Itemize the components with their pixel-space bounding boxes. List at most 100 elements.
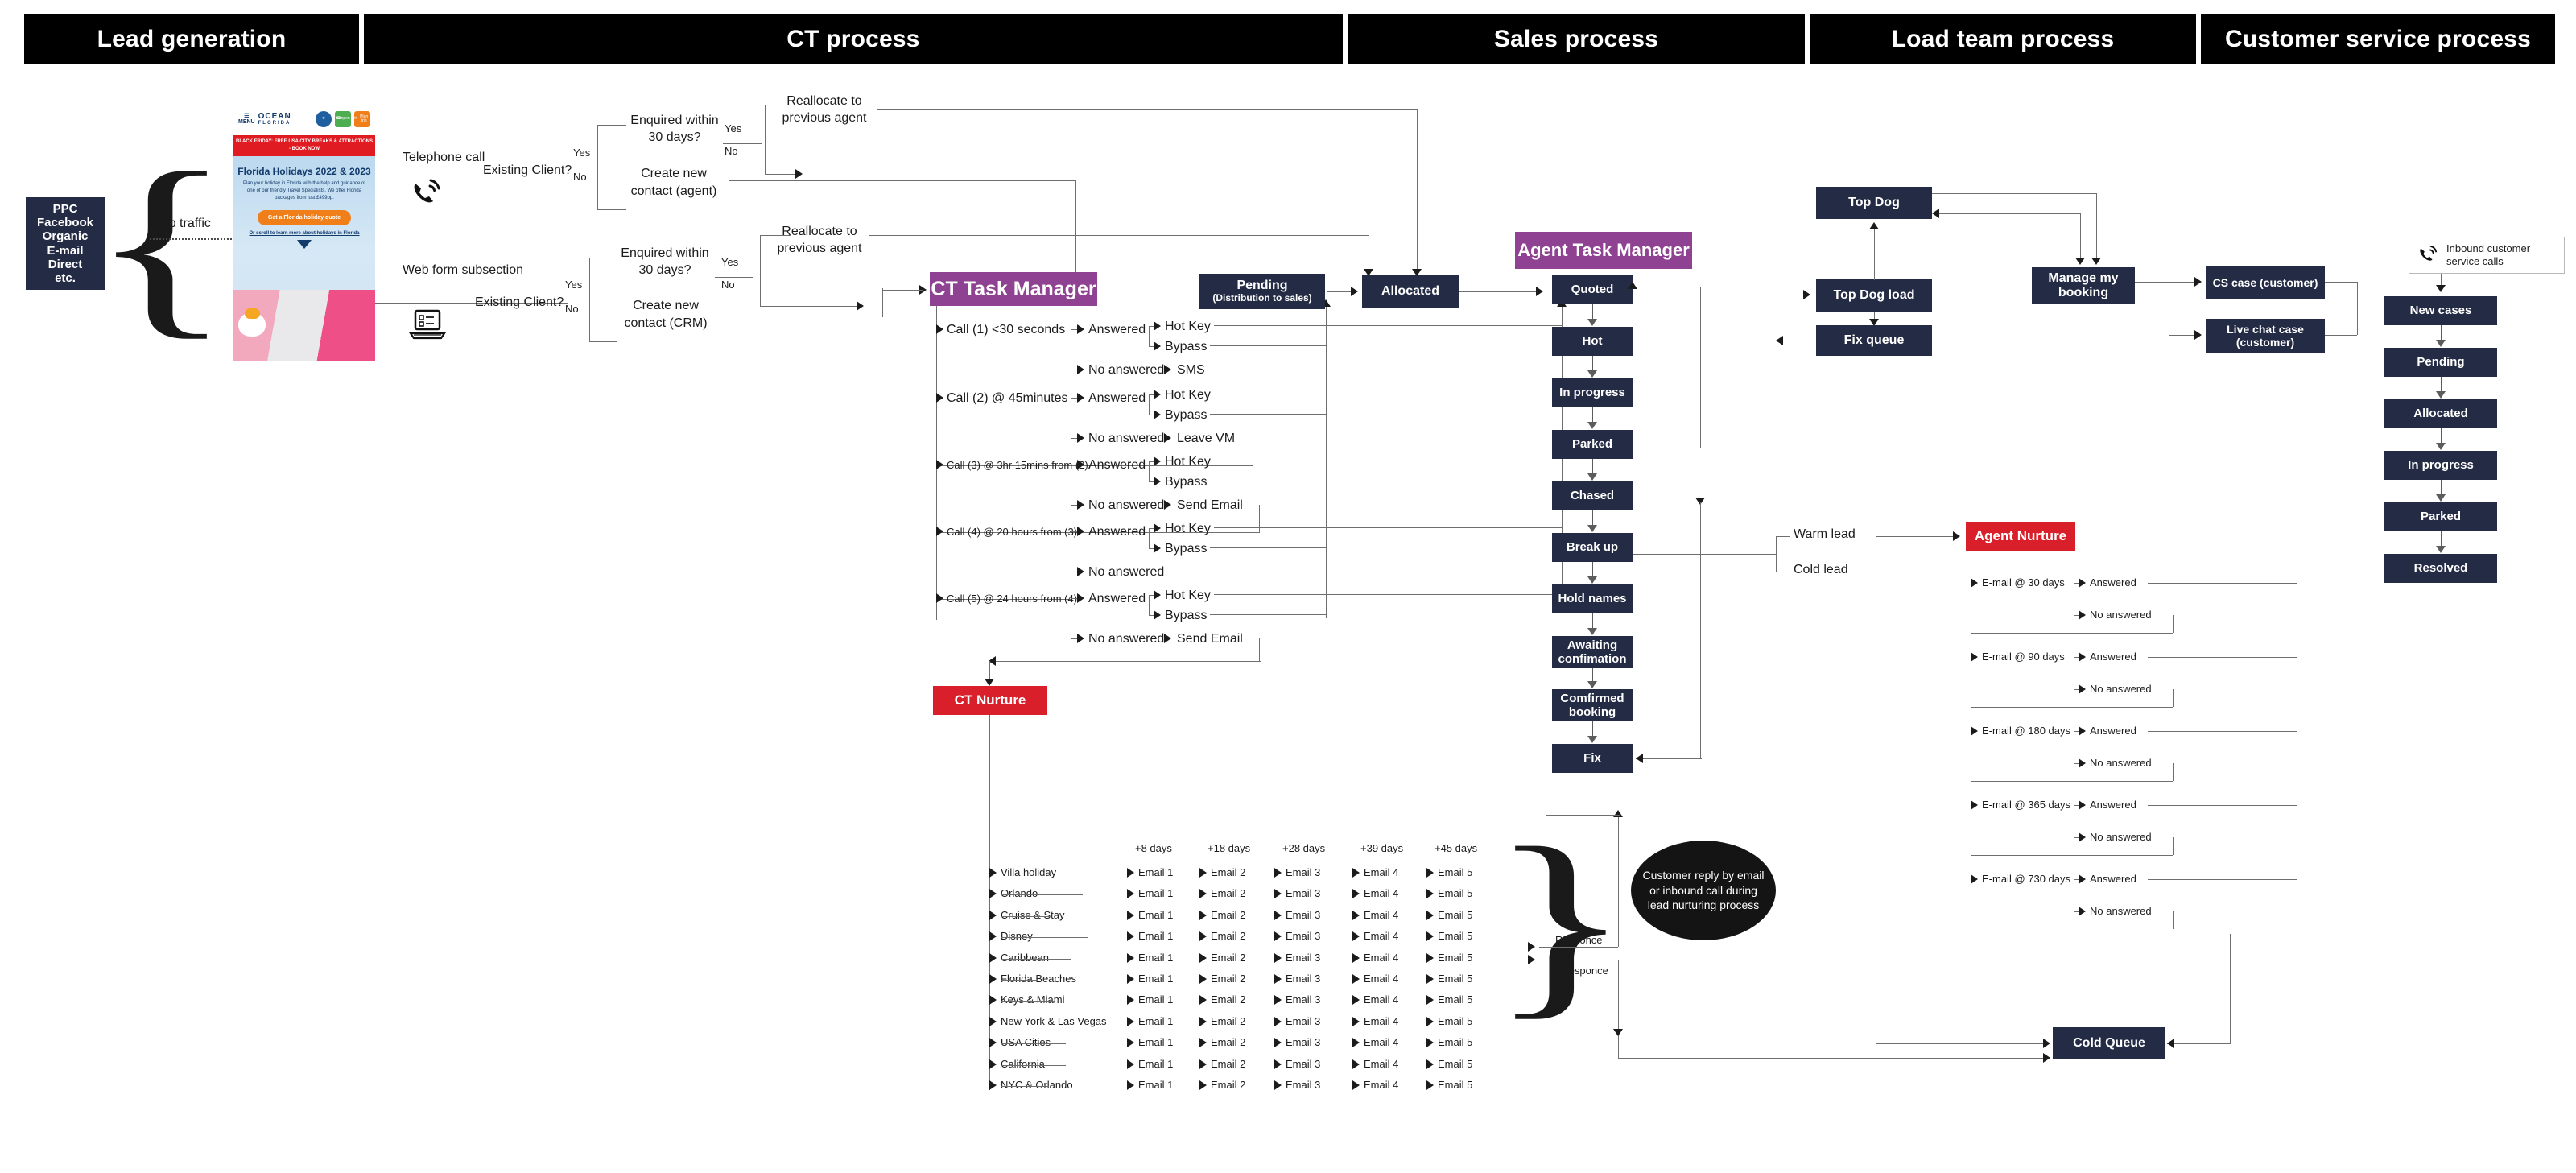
- web-traffic-label: Web traffic: [150, 217, 211, 230]
- call5-answered-arrow: [1077, 593, 1084, 603]
- nurture-row-label: California: [1001, 1057, 1045, 1070]
- webform-sub-spine: [760, 235, 761, 306]
- topdog-to-managebooking-v: [2096, 193, 2097, 262]
- laptop-icon: [409, 308, 446, 341]
- telephone-reallocate-label: Reallocate to previous agent: [782, 94, 867, 125]
- cs-stage-new-cases: New cases: [2384, 296, 2497, 325]
- sales-stage-arrow: [1587, 370, 1597, 378]
- plan-trip-badge: ✉Plan trip: [354, 111, 370, 127]
- nurture-email-cell: Email 5: [1438, 973, 1473, 985]
- nurture-email-cell: Email 2: [1211, 908, 1246, 921]
- cs-stage-arrow: [2436, 391, 2446, 399]
- call2-action-back: [936, 465, 1253, 466]
- call4-bypass-out: [1210, 547, 1326, 548]
- trust-badge-icon: ★: [316, 111, 332, 127]
- lane-header-ct-process: CT process: [364, 14, 1343, 64]
- nurture-email-cell: Email 4: [1364, 1014, 1399, 1027]
- nurture-email-arrow: [1352, 931, 1360, 942]
- call-2-bypass: Bypass: [1165, 408, 1208, 422]
- sales-stage-connector: [1592, 510, 1593, 527]
- call-3-no-answered: No answered: [1088, 498, 1165, 512]
- nurture-email-arrow: [1274, 974, 1282, 984]
- nurture-row-label: Villa holiday: [1001, 866, 1057, 878]
- agent-nurture-answered-arrow: [2079, 800, 2086, 810]
- bypass-riser: [1326, 304, 1327, 618]
- inbound-calls-label: Inbound customer service calls: [2446, 242, 2531, 267]
- telephone-newcontact-line: [729, 180, 1075, 181]
- call5-bypass-out: [1210, 614, 1326, 615]
- agent-nurture-answered: Answered: [2090, 651, 2136, 663]
- nurture-email-cell: Email 2: [1211, 1079, 1246, 1091]
- response-up-arrow: [1613, 810, 1623, 817]
- call-4-answered: Answered: [1088, 525, 1146, 539]
- call2-hotkey-line: [1149, 394, 1155, 395]
- nurture-email-arrow: [1426, 910, 1434, 920]
- webform-reallocate-arrow: [1364, 269, 1373, 276]
- nurture-day-header: +8 days: [1135, 842, 1172, 854]
- cs-case-arrow: [2194, 277, 2202, 287]
- phone-icon: [411, 176, 444, 208]
- nurture-email-cell: Email 5: [1438, 908, 1473, 921]
- nurture-email-arrow: [1199, 952, 1207, 963]
- sales-stage-connector: [1592, 304, 1593, 320]
- sales-stage-connector: [1592, 356, 1593, 372]
- call-2-no-answered: No answered: [1088, 432, 1165, 445]
- agent-nurture-answered: Answered: [2090, 725, 2136, 737]
- reply-loop-fix: [1636, 758, 1702, 759]
- nurture-email-cell: Email 1: [1138, 1057, 1174, 1070]
- agent-nurture-noanswered-line: [2074, 911, 2080, 912]
- nurture-row-line: [1001, 980, 1038, 981]
- top-dog-load-box: Top Dog load: [1816, 279, 1932, 312]
- agent-nurture-noanswered-arrow: [2079, 758, 2086, 768]
- cold-lead-queue-arrow: [2043, 1039, 2050, 1048]
- webform-sub-yes-line: [760, 235, 791, 236]
- call5-to-nurture: [989, 661, 990, 679]
- telephone-reallocate-down: [1417, 109, 1418, 275]
- chevron-down-icon[interactable]: [297, 240, 312, 249]
- nurture-email-arrow: [1127, 1038, 1134, 1048]
- site-scroll-link[interactable]: Or scroll to learn more about holidays i…: [249, 231, 360, 236]
- agent-nurture-box: Agent Nurture: [1966, 522, 2075, 551]
- pending-to-allocated-arrow: [1351, 287, 1358, 296]
- agent-nurture-answered: Answered: [2090, 799, 2136, 811]
- sales-stage-quoted: Quoted: [1552, 275, 1633, 304]
- nurture-email-cell: Email 1: [1138, 1036, 1174, 1049]
- nurture-email-cell: Email 5: [1438, 993, 1473, 1006]
- reply-loop-fix-arrow: [1636, 754, 1643, 763]
- agent-nurture-no-answered: No answered: [2090, 757, 2152, 769]
- top-dog-box: Top Dog: [1816, 187, 1932, 219]
- agent-nurture-noanswered-line: [2074, 837, 2080, 838]
- warm-lead-arrow: [1953, 531, 1960, 541]
- webform-branch-spine: [589, 258, 590, 341]
- nurture-final-in: [2167, 1043, 2231, 1044]
- call3-hotkey-arrow: [1154, 456, 1161, 466]
- cs-stage-arrow: [2436, 546, 2446, 553]
- call1-noans-arrow: [1077, 365, 1084, 374]
- call4-ans-spine: [1149, 528, 1150, 548]
- site-cta-button[interactable]: Get a Florida holiday quote: [258, 210, 351, 225]
- call-2-hot-key: Hot Key: [1165, 388, 1211, 402]
- nurture-row-label: NYC & Orlando: [1001, 1079, 1073, 1091]
- nurture-email-cell: Email 1: [1138, 930, 1174, 943]
- cold-queue-box: Cold Queue: [2053, 1027, 2165, 1059]
- call5-noans-arrow: [1077, 634, 1084, 643]
- call-3-bypass: Bypass: [1165, 475, 1208, 489]
- call2-answered-line: [1071, 398, 1079, 399]
- webform-no-label: No: [565, 303, 579, 315]
- nurture-email-cell: Email 4: [1364, 1057, 1399, 1070]
- lead-source-email: E-mail: [47, 243, 84, 258]
- nurture-email-arrow: [1199, 974, 1207, 984]
- nurture-row-label: USA Cities: [1001, 1036, 1051, 1049]
- nurture-email-arrow: [1199, 1016, 1207, 1026]
- nurture-email-arrow: [1352, 1059, 1360, 1069]
- web-traffic-connector: [150, 238, 235, 240]
- sales-stage-comfirmed-booking: Comfirmed booking: [1552, 689, 1633, 721]
- nurture-email-cell: Email 3: [1286, 866, 1321, 878]
- call1-bypass-out: [1210, 345, 1326, 346]
- call2-answered-arrow: [1077, 393, 1084, 403]
- call4-noans-back: [936, 599, 1071, 600]
- managebooking-to-topdog: [1938, 213, 2080, 214]
- call-4-hot-key: Hot Key: [1165, 522, 1211, 535]
- nurture-email-arrow: [1274, 952, 1282, 963]
- call5-hotkey-line: [1149, 595, 1155, 596]
